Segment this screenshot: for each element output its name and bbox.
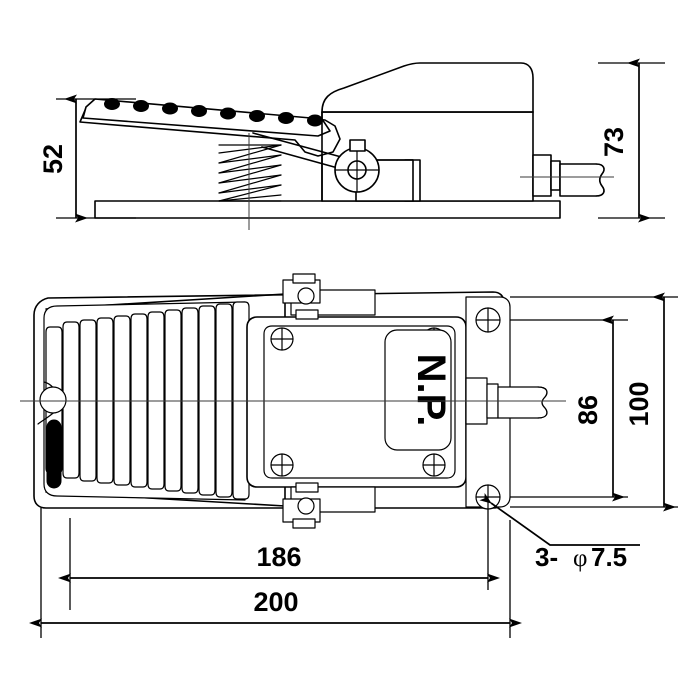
dimension-186-label: 186 [256, 542, 301, 572]
side-tread-bumps [104, 98, 323, 127]
side-elevation-view [79, 62, 614, 230]
dimension-86-label: 86 [573, 395, 603, 425]
dimension-52-label: 52 [38, 144, 68, 174]
nameplate-text: N.P. [409, 354, 453, 427]
dimension-100-label: 100 [624, 381, 654, 426]
side-pivot-boss [334, 139, 380, 193]
mounting-hole-note-value: 7.5 [591, 542, 627, 572]
cover-screw-bottom-right [422, 453, 446, 477]
dimension-200: 200 [29, 508, 522, 638]
plan-bracket-bottom [282, 482, 376, 529]
dimension-86: 86 [510, 315, 628, 502]
plan-black-slot [46, 419, 62, 489]
mounting-hole-bottom [475, 484, 501, 510]
phi-symbol: φ [573, 545, 587, 572]
side-cable-gland [520, 154, 614, 197]
dimension-186: 186 [58, 509, 500, 610]
cover-screw-bottom-left [270, 453, 294, 477]
dimension-100: 100 [510, 292, 678, 512]
mounting-hole-top [475, 307, 501, 333]
dimension-73: 73 [598, 58, 665, 223]
cover-screw-top-left [270, 327, 294, 351]
plan-heel-detail [37, 381, 67, 425]
mounting-hole-note-count: 3- [535, 542, 558, 572]
side-return-spring [218, 144, 282, 202]
dimension-200-label: 200 [253, 587, 298, 617]
dimension-52: 52 [38, 94, 136, 223]
side-base-plate [94, 200, 561, 219]
dimension-73-label: 73 [599, 127, 629, 157]
plan-nameplate: N.P. [384, 329, 453, 451]
plan-bracket-top [282, 273, 376, 320]
side-pedal-linkage [252, 132, 346, 171]
plan-view: N.P. [20, 273, 566, 529]
mounting-hole-note: 3- φ 7.5 [479, 492, 640, 572]
